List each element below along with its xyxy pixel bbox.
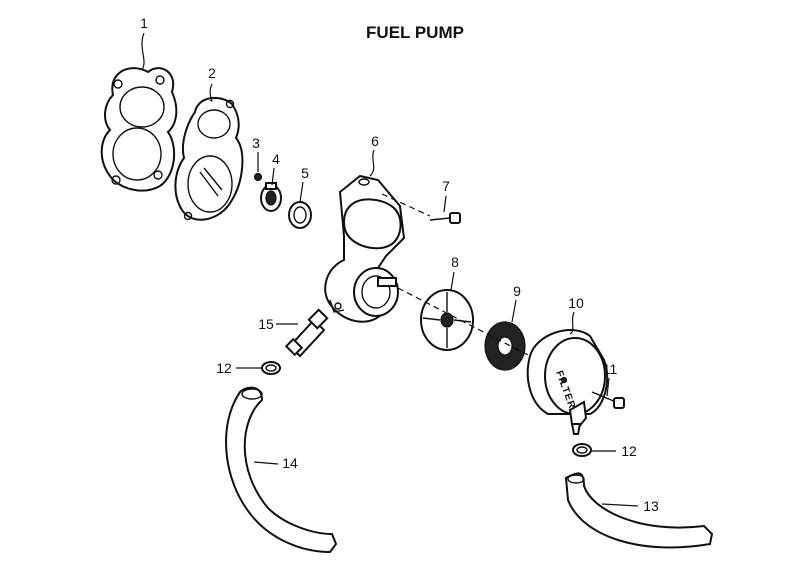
part-13-hose	[564, 472, 714, 549]
assembly-lines	[381, 193, 531, 357]
part-12-hose-clip	[572, 443, 592, 457]
part-9-filter-screen	[484, 321, 526, 371]
callout-15: 15	[258, 316, 274, 332]
callout-5: 5	[301, 165, 309, 181]
callout-12-left: 12	[216, 360, 232, 376]
callout-10: 10	[568, 295, 584, 311]
callout-11: 11	[603, 361, 618, 377]
callout-6: 6	[371, 133, 379, 149]
part-12-hose-clip	[261, 361, 281, 375]
callout-13: 13	[643, 498, 659, 514]
leader-lines	[141, 32, 639, 507]
callout-8: 8	[451, 254, 459, 270]
part-6-pump-body	[324, 174, 406, 323]
callout-3: 3	[252, 135, 260, 151]
callout-12-right: 12	[621, 443, 637, 459]
part-1-gasket	[100, 67, 178, 192]
part-5-ring	[288, 201, 312, 229]
part-14-hose	[225, 386, 338, 554]
callout-4: 4	[272, 151, 280, 167]
diagram-title: FUEL PUMP	[366, 23, 464, 42]
callout-2: 2	[208, 65, 216, 81]
part-7-screw	[429, 212, 461, 224]
callout-labels: 1 2 3 4 5 6 7 8 9 10 11 12 12 13 14 15	[140, 15, 659, 514]
part-3-screw	[253, 172, 263, 182]
callout-1: 1	[140, 15, 148, 31]
part-15-fitting	[284, 308, 329, 358]
callout-9: 9	[513, 283, 521, 299]
part-8-impeller-plate	[420, 289, 474, 351]
callout-14: 14	[282, 455, 298, 471]
callout-7: 7	[442, 178, 450, 194]
part-4-valve	[260, 182, 282, 212]
part-11-bolt	[591, 391, 625, 409]
part-2-diaphragm	[174, 96, 244, 221]
part-10-filter-bowl: FILTER	[526, 328, 609, 435]
